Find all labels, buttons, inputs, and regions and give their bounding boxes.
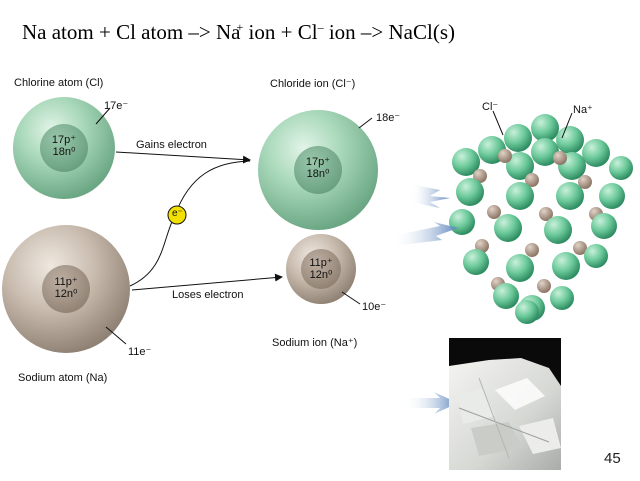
nacl-lattice bbox=[449, 110, 633, 324]
sodium-atom-neutrons: 12n⁰ bbox=[54, 288, 78, 300]
loses-electron-label: Loses electron bbox=[172, 289, 244, 301]
sodium-atom-label: Sodium atom (Na) bbox=[18, 372, 108, 384]
sodium-atom-nucleus-text: 11p⁺ 12n⁰ bbox=[51, 276, 81, 300]
title-na: Na bbox=[216, 20, 241, 44]
sodium-ion-nucleus bbox=[301, 249, 341, 289]
title-cl-charge: – bbox=[317, 20, 324, 34]
lattice-na-label: Na⁺ bbox=[573, 104, 593, 116]
electron-badge-label: e⁻ bbox=[172, 208, 183, 219]
title-ion-2: ion bbox=[328, 20, 356, 44]
title-arrow-2: –> bbox=[360, 20, 384, 44]
gains-electron-arrow bbox=[115, 151, 251, 164]
chloride-ion-label: Chloride ion (Cl⁻) bbox=[270, 78, 356, 90]
salt-crystal-photo bbox=[449, 338, 561, 470]
electron-badge bbox=[167, 205, 187, 225]
title-plus: + bbox=[98, 20, 111, 44]
chlorine-atom-protons: 17p⁺ bbox=[51, 134, 77, 146]
sodium-ion-neutrons: 12n⁰ bbox=[309, 269, 333, 281]
sodium-electron-pointer bbox=[105, 326, 127, 345]
title-arrow: –> bbox=[188, 20, 211, 44]
sodium-ion-electron-pointer bbox=[341, 291, 361, 305]
sodium-atom-nucleus bbox=[42, 265, 90, 313]
chloride-ion-nucleus-text: 17p⁺ 18n⁰ bbox=[303, 156, 333, 180]
title-ion: ion bbox=[248, 20, 276, 44]
lattice-cl-label: Cl⁻ bbox=[482, 101, 499, 113]
sodium-ion-protons: 11p⁺ bbox=[309, 257, 333, 269]
chloride-ion-protons: 17p⁺ bbox=[305, 156, 331, 168]
electron-transfer-path bbox=[129, 160, 251, 287]
slide-title: Na atom + Cl atom –> Na+ ion + Cl– ion –… bbox=[22, 20, 455, 45]
chloride-ion-nucleus bbox=[294, 146, 342, 194]
chlorine-atom-electrons: 17e⁻ bbox=[104, 100, 129, 112]
page-number: 45 bbox=[604, 450, 621, 467]
sodium-atom-electrons: 11e⁻ bbox=[128, 346, 152, 358]
sodium-ion-electrons: 10e⁻ bbox=[362, 301, 387, 313]
gains-electron-label: Gains electron bbox=[136, 139, 207, 151]
chloride-ion-neutrons: 18n⁰ bbox=[306, 168, 330, 180]
chlorine-atom-label: Chlorine atom (Cl) bbox=[14, 77, 104, 89]
title-na-atom: Na atom bbox=[22, 20, 94, 44]
sodium-ion-nucleus-text: 11p⁺ 12n⁰ bbox=[306, 257, 336, 281]
title-plus-2: + bbox=[280, 20, 293, 44]
blue-pointer-arrow-2 bbox=[392, 222, 458, 246]
chlorine-electron-pointer bbox=[95, 107, 111, 125]
chloride-ion-electrons: 18e⁻ bbox=[376, 112, 401, 124]
loses-electron-arrow bbox=[131, 273, 283, 291]
title-nacl: NaCl(s) bbox=[388, 20, 456, 44]
blue-pointer-arrow-3 bbox=[404, 392, 458, 414]
chlorine-atom-neutrons: 18n⁰ bbox=[52, 146, 76, 158]
title-na-charge: + bbox=[236, 20, 244, 34]
title-cl-atom: Cl atom bbox=[116, 20, 184, 44]
chloride-electron-pointer bbox=[358, 117, 373, 129]
blue-pointer-arrow-1 bbox=[410, 184, 450, 208]
title-cl: Cl bbox=[297, 20, 318, 44]
chlorine-atom-nucleus-text: 17p⁺ 18n⁰ bbox=[49, 134, 79, 158]
sodium-ion-label: Sodium ion (Na⁺) bbox=[272, 337, 358, 349]
sodium-atom-protons: 11p⁺ bbox=[54, 276, 78, 288]
chlorine-atom-nucleus bbox=[40, 124, 88, 172]
